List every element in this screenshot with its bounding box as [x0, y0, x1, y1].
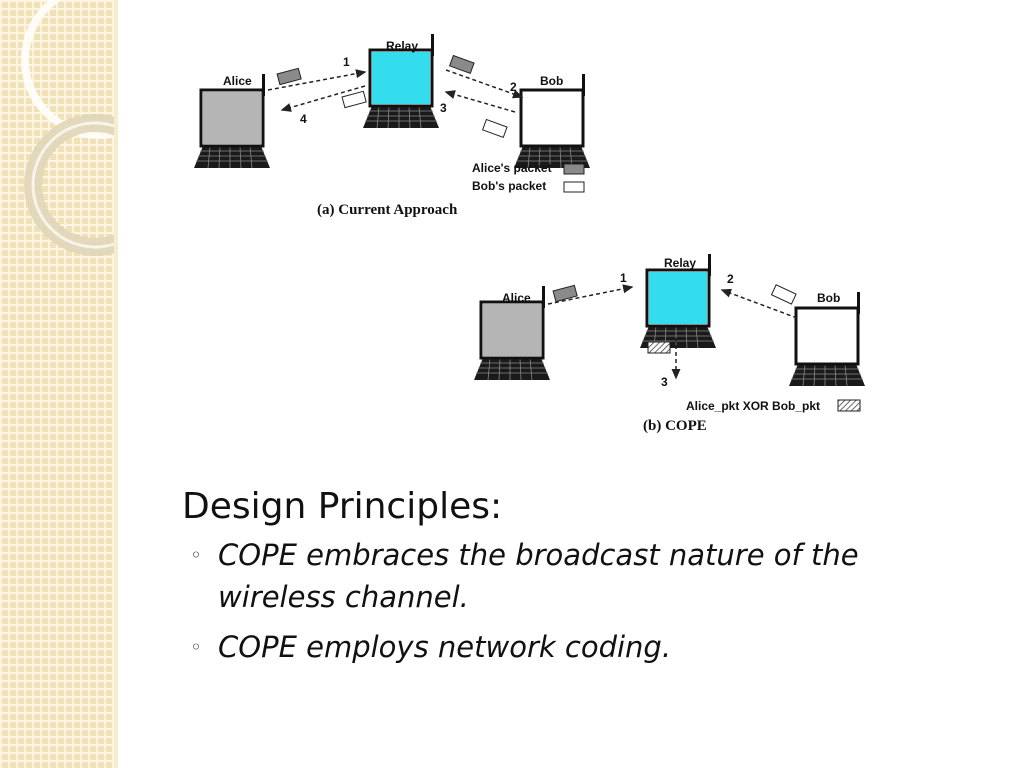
packet-alice-step2-a: [448, 54, 475, 75]
bullet-item: ◦ COPE embraces the broadcast nature of …: [190, 534, 942, 618]
laptop-bob-b: [787, 290, 867, 388]
legend-xor-packet-swatch: [837, 399, 861, 412]
bullet-circle-icon: ◦: [190, 543, 202, 567]
laptop-alice-b: [472, 284, 552, 382]
caption-current-approach: (a) Current Approach: [317, 202, 458, 218]
packet-bob-step4-a: [341, 90, 367, 109]
diagram-current-approach: Alice Relay Bob 1 2 3 4 Alice's packet B…: [192, 32, 592, 218]
step-label-1-a: 1: [343, 55, 350, 69]
arrow-step-1-b: [547, 284, 634, 305]
relay-screen-a: [372, 52, 430, 104]
step-label-4-a: 4: [300, 112, 307, 126]
step-label-2-b: 2: [727, 272, 734, 286]
arrow-step-3-a: [444, 90, 516, 113]
bullet-item: ◦ COPE employs network coding.: [190, 626, 942, 668]
decorative-circles: [21, 0, 114, 256]
laptop-bob-a: [512, 72, 592, 170]
label-bob-b: Bob: [817, 291, 840, 305]
cope-diagram: Alice Relay Bob 1 2 3 4 Alice's packet B…: [192, 32, 867, 434]
alice-screen-a: [203, 92, 261, 144]
laptop-relay-b: [638, 252, 718, 350]
arrow-step-1-a: [267, 69, 367, 91]
label-relay-b: Relay: [664, 256, 696, 270]
bob-screen-b: [798, 310, 856, 362]
laptop-relay-a: [361, 32, 441, 130]
label-alice-a: Alice: [223, 74, 252, 88]
label-bob-a: Bob: [540, 74, 563, 88]
step-label-3-b: 3: [661, 375, 668, 389]
step-label-3-a: 3: [440, 101, 447, 115]
packet-alice-step1-b: [552, 284, 578, 303]
label-relay-a: Relay: [386, 39, 418, 53]
legend-bob-packet-swatch: [563, 181, 585, 193]
bullet-text: COPE embraces the broadcast nature of th…: [218, 538, 859, 614]
step-label-2-a: 2: [510, 80, 517, 94]
legend-alice-packet-label: Alice's packet: [472, 161, 552, 175]
slide-heading: Design Principles:: [182, 486, 503, 527]
alice-screen-b: [483, 304, 541, 356]
relay-screen-b: [649, 272, 707, 324]
bob-screen-a: [523, 92, 581, 144]
arrow-step-2-b: [720, 288, 798, 319]
packet-xor-step3-b: [647, 341, 671, 354]
laptop-alice-a: [192, 72, 272, 170]
packet-alice-step1-a: [276, 67, 302, 86]
legend-bob-packet-label: Bob's packet: [472, 179, 546, 193]
caption-cope: (b) COPE: [643, 418, 707, 434]
diagram-cope: Alice Relay Bob 1 2 3 Alice_pkt XOR Bob_…: [472, 252, 867, 434]
bullet-list: ◦ COPE embraces the broadcast nature of …: [182, 534, 942, 668]
packet-bob-step2-b: [770, 284, 797, 305]
bullet-circle-icon: ◦: [190, 635, 202, 659]
legend-xor-packet-label: Alice_pkt XOR Bob_pkt: [686, 399, 820, 413]
arrow-step-4-a: [280, 85, 366, 112]
step-label-1-b: 1: [620, 271, 627, 285]
bullet-text: COPE employs network coding.: [218, 630, 672, 664]
label-alice-b: Alice: [502, 291, 531, 305]
legend-alice-packet-swatch: [563, 163, 585, 175]
packet-bob-step3-a: [481, 118, 508, 139]
slide-text: Design Principles: ◦ COPE embraces the b…: [182, 484, 942, 676]
decorative-sidebar: [0, 0, 118, 768]
